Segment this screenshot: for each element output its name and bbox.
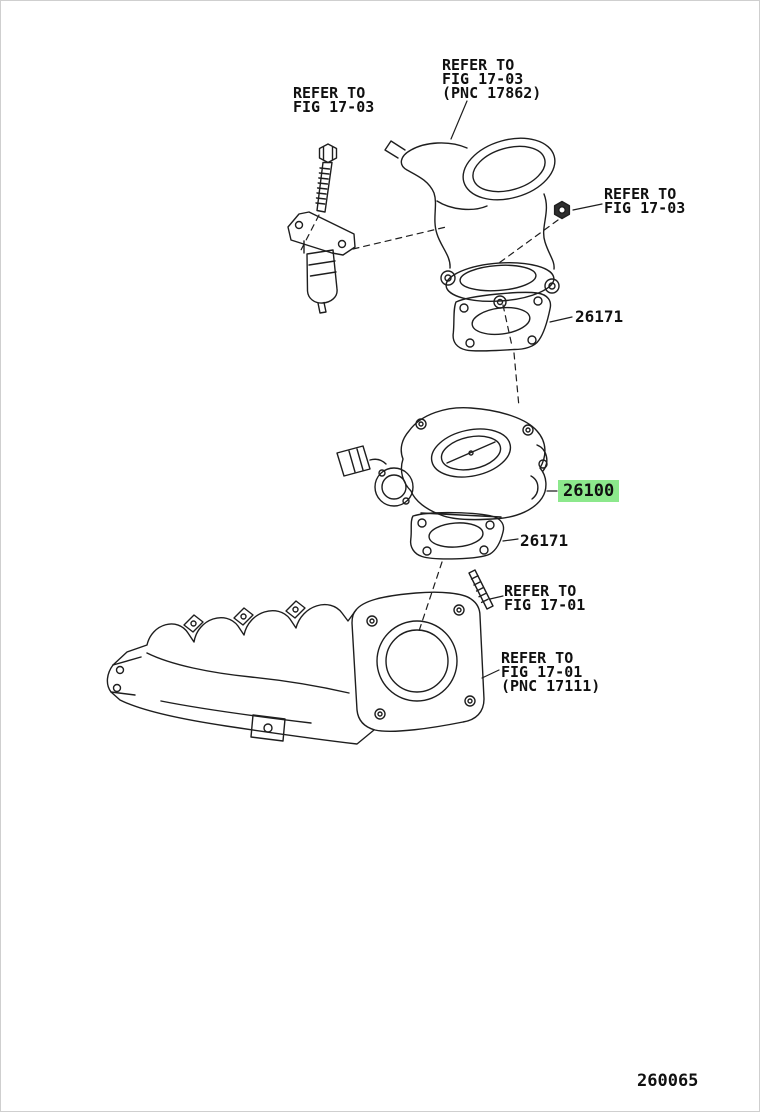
callout-text-line: FIG 17-03 [604, 199, 686, 217]
callout-part-26171-upper[interactable]: 26171 [575, 307, 624, 326]
assembly-axis-dashed-lines [300, 214, 559, 635]
callout-text-line: REFER TO [442, 56, 515, 74]
callout-text-line: REFER TO [501, 649, 574, 667]
callout-text-line: FIG 17-01 [504, 596, 586, 614]
nut-drawing [553, 200, 571, 220]
callout-text-line: (PNC 17862) [442, 84, 542, 102]
callout-leader-lines [450, 100, 603, 679]
callout-text-line: REFER TO [604, 185, 677, 203]
callout-text-line: FIG 17-03 [442, 70, 524, 88]
drawing-number: 260065 [637, 1071, 699, 1091]
callout-refer-fig17-01-stud: REFER TO FIG 17-01 [504, 582, 586, 614]
stud-bolt-drawing [468, 569, 494, 610]
air-intake-duct-drawing [384, 137, 560, 309]
mounting-bolt-drawing [315, 143, 338, 213]
callout-refer-fig17-01-manifold: REFER TO FIG 17-01 (PNC 17111) [501, 649, 601, 695]
callout-text-line: REFER TO [293, 84, 366, 102]
callout-refer-fig17-03-top-left: REFER TO FIG 17-03 [293, 84, 375, 116]
upper-gasket-drawing [452, 291, 552, 352]
callout-text-line: FIG 17-03 [293, 98, 375, 116]
bracket-vsv-drawing [287, 211, 356, 314]
callout-text-line: FIG 17-01 [501, 663, 583, 681]
throttle-body-drawing [336, 407, 548, 521]
callout-text-line: (PNC 17111) [501, 677, 601, 695]
callout-refer-fig17-03-right: REFER TO FIG 17-03 [604, 185, 686, 217]
callout-part-26171-lower[interactable]: 26171 [520, 531, 569, 550]
callout-part-26100-highlighted[interactable]: 26100 [558, 480, 620, 502]
callout-refer-fig17-03-top-center: REFER TO FIG 17-03 (PNC 17862) [442, 56, 542, 102]
callout-text-line: REFER TO [504, 582, 577, 600]
lower-gasket-drawing [409, 511, 505, 560]
intake-manifold-drawing [106, 591, 485, 745]
